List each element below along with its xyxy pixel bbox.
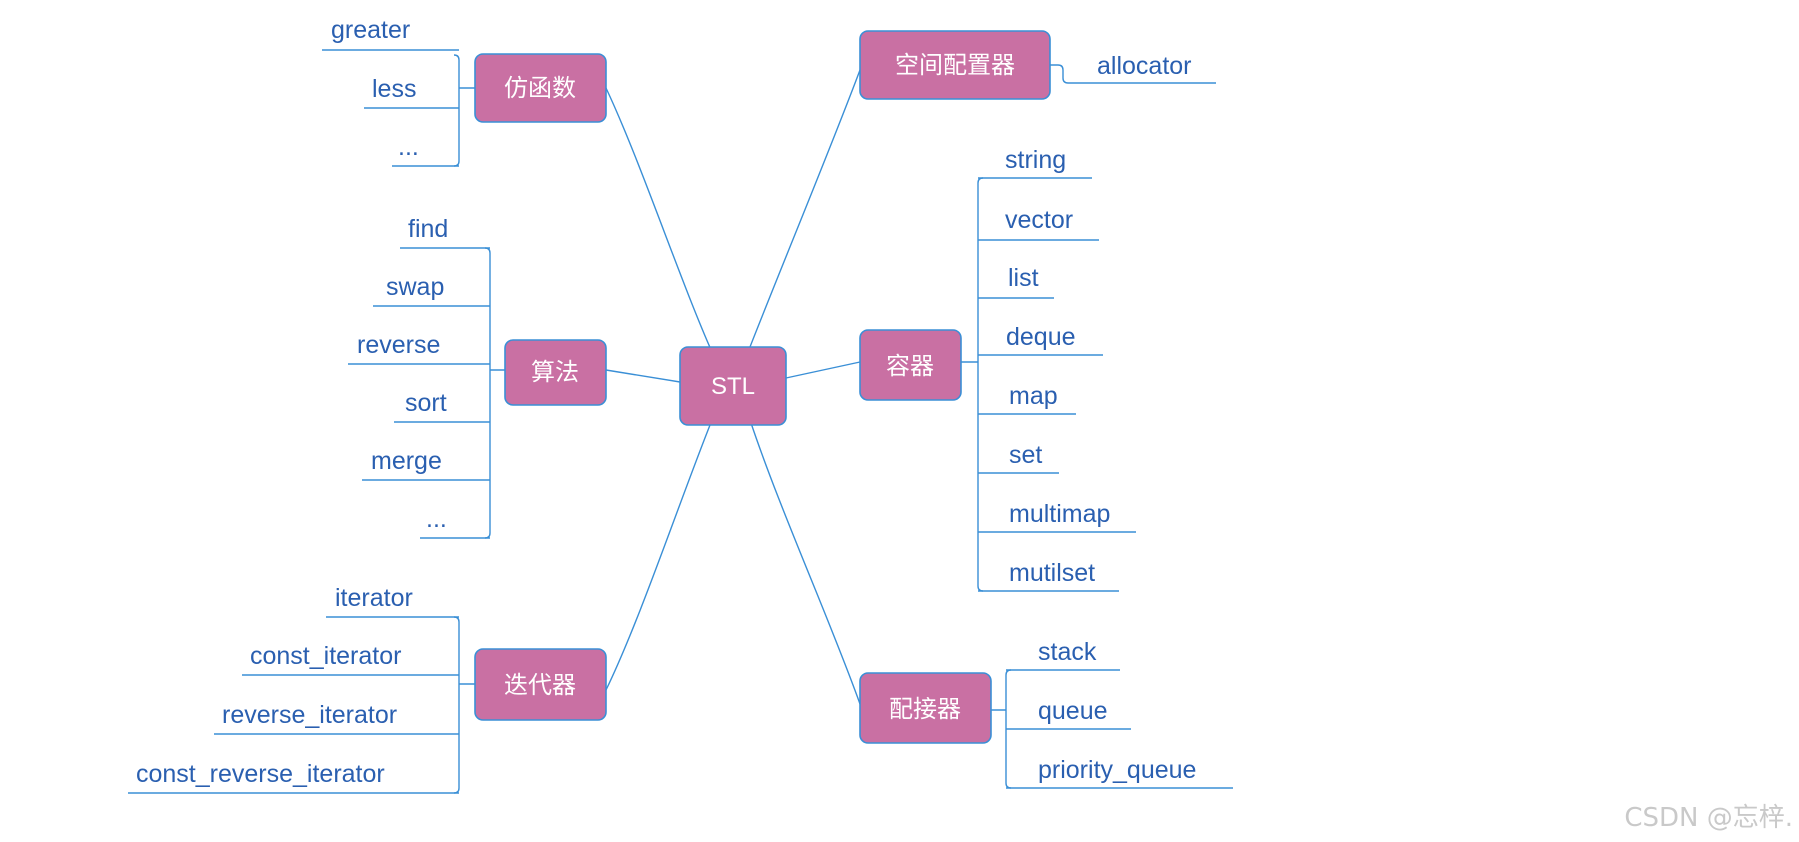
leaf-list: list <box>1008 264 1039 292</box>
branch-container: string vector list deque map set multima… <box>859 146 1136 592</box>
branch-functor: greater less ... 仿函数 <box>322 16 607 167</box>
branch-allocator: allocator 空间配置器 <box>859 30 1216 100</box>
edge-stl-iterator <box>605 419 713 691</box>
leaf-greater: greater <box>331 16 410 44</box>
edge-stl-algorithm <box>605 369 681 383</box>
leaf-mutilset: mutilset <box>1009 559 1095 587</box>
leaf-swap: swap <box>386 273 444 301</box>
leaf-iterator: iterator <box>335 584 413 612</box>
leaf-deque: deque <box>1006 323 1076 351</box>
node-adapter[interactable] <box>859 672 992 744</box>
leaf-const-reverse-iterator: const_reverse_iterator <box>136 760 385 788</box>
edge-stl-adapter <box>749 419 861 705</box>
node-iterator-label: 迭代器 <box>504 671 576 699</box>
branch-iterator: iterator const_iterator reverse_iterator… <box>128 584 607 794</box>
edge-stl-functor <box>605 87 713 353</box>
leaf-map: map <box>1009 382 1058 410</box>
edge-stl-allocator <box>747 69 861 353</box>
branch-adapter: stack queue priority_queue 配接器 <box>859 638 1233 789</box>
bracket-iterator <box>453 616 475 794</box>
leaf-less: less <box>372 75 416 103</box>
bracket-allocator <box>1050 64 1216 84</box>
leaf-vector: vector <box>1005 206 1073 234</box>
leaf-merge: merge <box>371 447 442 475</box>
leaf-ellipsis: ... <box>398 133 419 161</box>
node-functor-label: 仿函数 <box>504 74 576 102</box>
leaf-reverse: reverse <box>357 331 440 359</box>
bracket-algorithm <box>484 247 505 539</box>
node-algorithm-label: 算法 <box>531 358 579 386</box>
node-allocator-label: 空间配置器 <box>895 51 1015 79</box>
node-adapter-label: 配接器 <box>889 695 961 723</box>
bracket-functor <box>453 54 475 167</box>
csdn-watermark: CSDN @忘梓. <box>1624 803 1793 833</box>
leaf-priority-queue: priority_queue <box>1038 756 1196 784</box>
leaf-algo-ellipsis: ... <box>426 505 447 533</box>
leaf-find: find <box>408 215 448 243</box>
leaf-string: string <box>1005 146 1066 174</box>
leaf-multimap: multimap <box>1009 500 1110 528</box>
leaf-stack: stack <box>1038 638 1097 666</box>
node-iterator[interactable] <box>474 648 607 721</box>
node-stl[interactable] <box>679 346 787 426</box>
branch-algorithm: find swap reverse sort merge ... 算法 <box>348 215 607 539</box>
leaf-reverse-iterator: reverse_iterator <box>222 701 397 729</box>
node-functor[interactable] <box>474 53 607 123</box>
leaf-sort: sort <box>405 389 447 417</box>
node-algorithm[interactable] <box>504 339 607 406</box>
node-container-label: 容器 <box>886 352 934 380</box>
node-allocator[interactable] <box>859 30 1051 100</box>
node-stl-label: STL <box>711 373 755 400</box>
root: STL <box>679 346 787 426</box>
leaf-allocator: allocator <box>1097 52 1192 80</box>
node-container[interactable] <box>859 329 962 401</box>
leaf-set: set <box>1009 441 1042 469</box>
leaf-queue: queue <box>1038 697 1108 725</box>
leaf-const-iterator: const_iterator <box>250 642 401 670</box>
edge-stl-container <box>785 361 861 379</box>
